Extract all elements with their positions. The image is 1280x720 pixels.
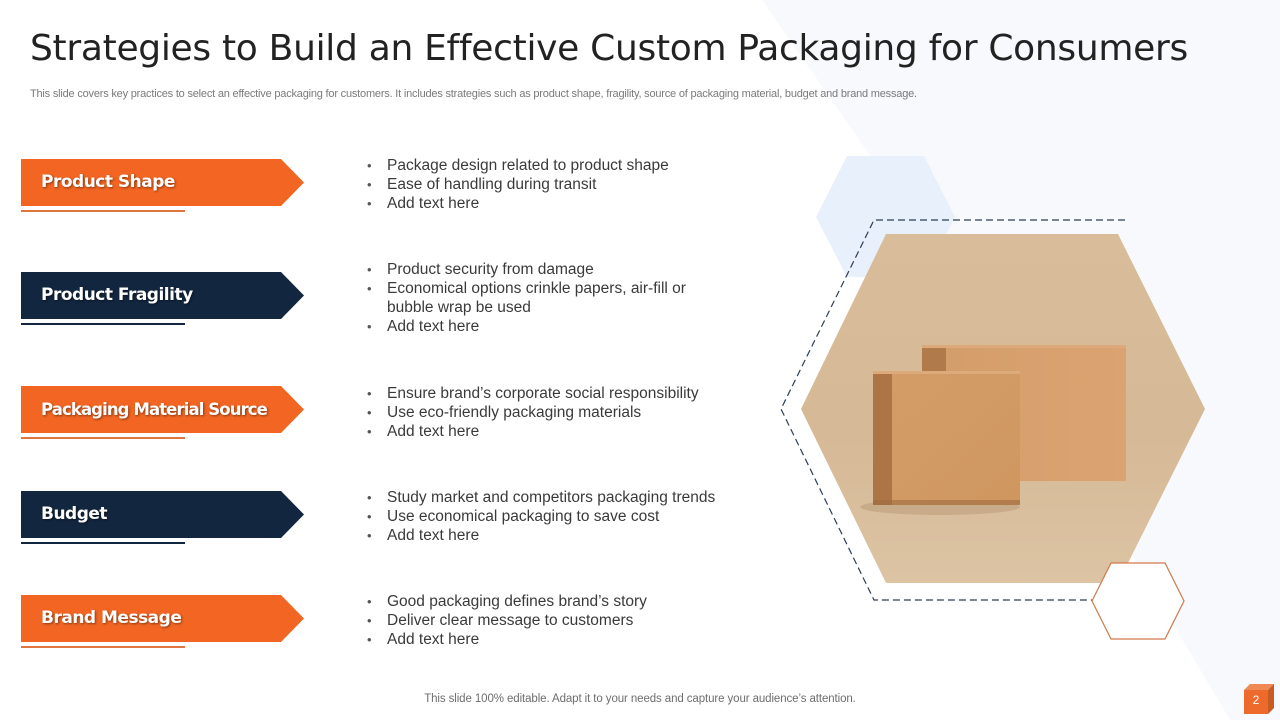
bullet-item: Package design related to product shape bbox=[367, 156, 747, 175]
tag-underline bbox=[21, 210, 185, 212]
tag-underline bbox=[21, 323, 185, 325]
bullet-item: Add text here bbox=[367, 317, 712, 336]
bullet-item: Use eco-friendly packaging materials bbox=[367, 403, 747, 422]
footer-note: This slide 100% editable. Adapt it to yo… bbox=[424, 693, 856, 705]
page-number-badge: 2 bbox=[1244, 684, 1274, 714]
strategy-bullets: Ensure brand’s corporate social responsi… bbox=[367, 384, 747, 441]
strategy-label: Packaging Material Source bbox=[41, 400, 268, 419]
arrow-shape-icon bbox=[21, 386, 304, 433]
arrow-shape-icon bbox=[21, 272, 304, 319]
strategy-bullets: Package design related to product shape … bbox=[367, 156, 747, 213]
tag-underline bbox=[21, 542, 185, 544]
bullet-item: Add text here bbox=[367, 526, 747, 545]
tag-underline bbox=[21, 437, 185, 439]
bullet-item: Add text here bbox=[367, 422, 747, 441]
bullet-item: Add text here bbox=[367, 630, 747, 649]
bullet-item: Deliver clear message to customers bbox=[367, 611, 747, 630]
page-title: Strategies to Build an Effective Custom … bbox=[30, 28, 1188, 69]
page-number: 2 bbox=[1252, 693, 1260, 707]
strategy-tag-product-shape[interactable]: Product Shape bbox=[21, 159, 304, 206]
tag-underline bbox=[21, 646, 185, 648]
strategy-tag-packaging-material-source[interactable]: Packaging Material Source bbox=[21, 386, 304, 433]
bullet-item: Add text here bbox=[367, 194, 747, 213]
strategy-label: Product Fragility bbox=[41, 285, 193, 305]
strategy-tag-product-fragility[interactable]: Product Fragility bbox=[21, 272, 304, 319]
arrow-shape-icon bbox=[21, 491, 304, 538]
strategy-bullets: Study market and competitors packaging t… bbox=[367, 488, 747, 545]
arrow-shape-icon bbox=[21, 159, 304, 206]
bullet-item: Good packaging defines brand’s story bbox=[367, 592, 747, 611]
bullet-item: Economical options crinkle papers, air-f… bbox=[367, 279, 712, 317]
bullet-item: Ease of handling during transit bbox=[367, 175, 747, 194]
strategy-label: Product Shape bbox=[41, 172, 175, 192]
page-subtitle: This slide covers key practices to selec… bbox=[30, 88, 917, 100]
strategy-label: Budget bbox=[41, 504, 108, 524]
bullet-item: Ensure brand’s corporate social responsi… bbox=[367, 384, 747, 403]
strategy-tag-brand-message[interactable]: Brand Message bbox=[21, 595, 304, 642]
bullet-item: Use economical packaging to save cost bbox=[367, 507, 747, 526]
strategy-bullets: Product security from damage Economical … bbox=[367, 260, 712, 336]
arrow-shape-icon bbox=[21, 595, 304, 642]
bullet-item: Study market and competitors packaging t… bbox=[367, 488, 747, 507]
strategy-bullets: Good packaging defines brand’s story Del… bbox=[367, 592, 747, 649]
bullet-item: Product security from damage bbox=[367, 260, 712, 279]
cube-icon bbox=[1244, 684, 1274, 714]
strategy-tag-budget[interactable]: Budget bbox=[21, 491, 304, 538]
strategy-label: Brand Message bbox=[41, 608, 182, 628]
